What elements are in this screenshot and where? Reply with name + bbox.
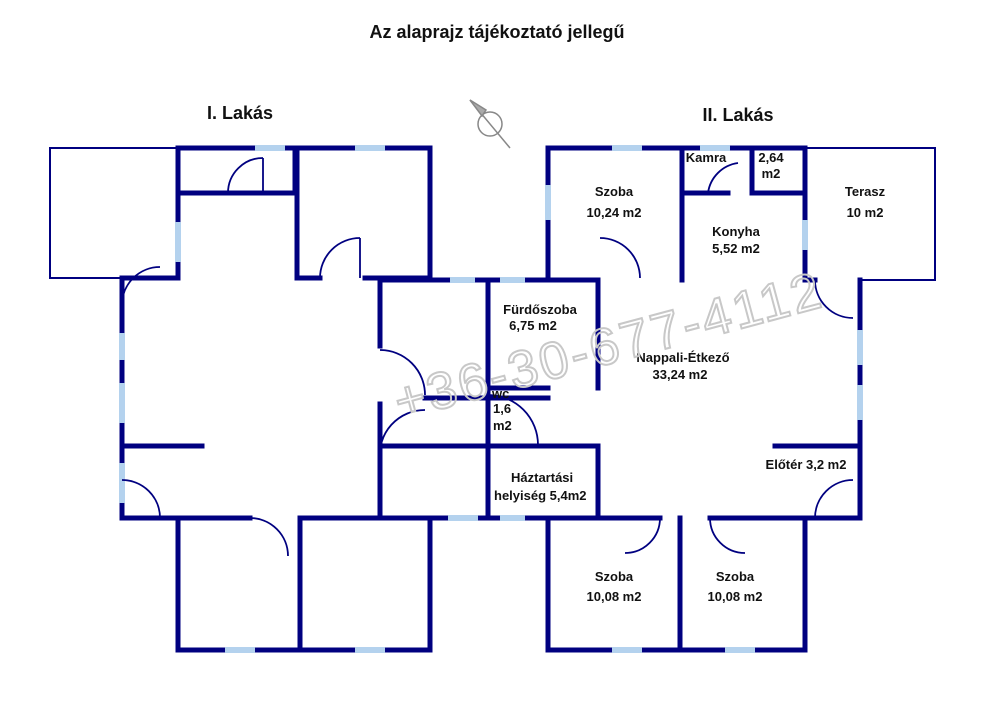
room-name-szoba-top: Szoba bbox=[595, 184, 634, 199]
phone-watermark: +36-30-677-4112 bbox=[388, 261, 830, 431]
room-name-wc: wc bbox=[491, 386, 509, 401]
room-area-szoba-top: 10,24 m2 bbox=[587, 205, 642, 220]
room-label-haztartasi-1: Háztartási bbox=[511, 470, 573, 485]
room-area-terasz: 10 m2 bbox=[847, 205, 884, 220]
room-area-kamra-2: m2 bbox=[762, 166, 781, 181]
room-name-konyha: Konyha bbox=[712, 224, 760, 239]
plan-title: Az alaprajz tájékoztató jellegű bbox=[369, 22, 624, 42]
room-area-wc-2: m2 bbox=[493, 418, 512, 433]
room-labels: Szoba 10,24 m2 Kamra 2,64 m2 Konyha 5,52… bbox=[491, 150, 886, 604]
room-area-szoba-bottom-2: 10,08 m2 bbox=[708, 589, 763, 604]
windows bbox=[119, 145, 863, 653]
door-swings bbox=[121, 157, 854, 557]
walls bbox=[119, 145, 863, 653]
compass-icon bbox=[469, 99, 511, 149]
room-area-konyha: 5,52 m2 bbox=[712, 241, 760, 256]
unit-label-left: I. Lakás bbox=[207, 103, 273, 123]
room-name-nappali: Nappali-Étkező bbox=[636, 350, 729, 365]
room-name-kamra: Kamra bbox=[686, 150, 727, 165]
room-name-furdoszoba: Fürdőszoba bbox=[503, 302, 577, 317]
terrace-outlines bbox=[49, 147, 936, 281]
room-name-szoba-bottom-2: Szoba bbox=[716, 569, 755, 584]
room-area-nappali: 33,24 m2 bbox=[653, 367, 708, 382]
room-area-szoba-bottom-1: 10,08 m2 bbox=[587, 589, 642, 604]
unit-label-right: II. Lakás bbox=[702, 105, 773, 125]
room-name-terasz: Terasz bbox=[845, 184, 886, 199]
room-label-haztartasi-2: helyiség 5,4m2 bbox=[494, 488, 587, 503]
room-area-kamra-1: 2,64 bbox=[758, 150, 784, 165]
room-name-szoba-bottom-1: Szoba bbox=[595, 569, 634, 584]
room-area-wc-1: 1,6 bbox=[493, 401, 511, 416]
room-area-furdoszoba: 6,75 m2 bbox=[509, 318, 557, 333]
room-label-eloter: Előtér 3,2 m2 bbox=[766, 457, 847, 472]
